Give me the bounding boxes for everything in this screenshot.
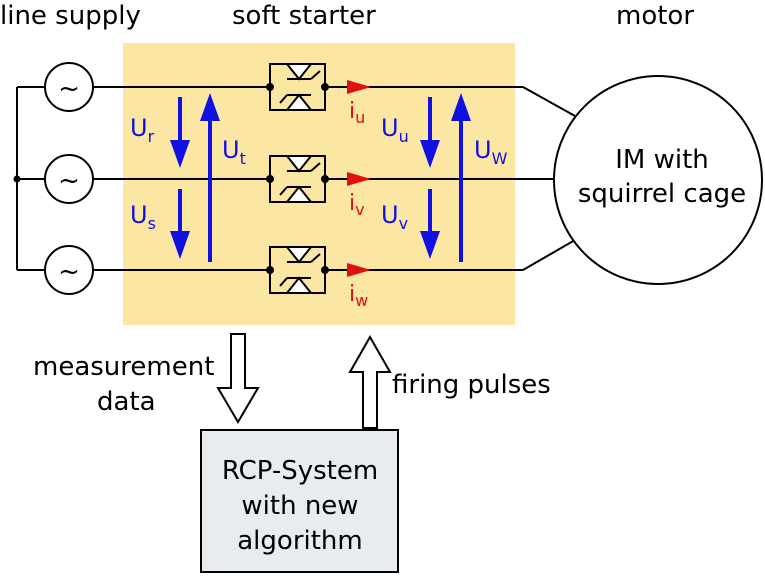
star-point-wiring — [16, 86, 45, 271]
header-line-supply: line supply — [0, 1, 141, 31]
firing-pulses-arrow — [348, 334, 392, 429]
voltage-source-t: ~ — [44, 245, 94, 295]
thyristor-pair-v — [266, 155, 329, 203]
ac-source-icon: ~ — [58, 257, 80, 287]
measurement-data-arrow — [216, 333, 260, 424]
label-ur: Ur — [130, 114, 155, 146]
label-iw: iw — [349, 282, 368, 310]
label-ut: Ut — [222, 136, 246, 168]
voltage-arrows — [170, 93, 471, 262]
rcp-label-line1: RCP-System — [222, 456, 378, 486]
current-arrows — [347, 80, 371, 277]
motor-circle — [553, 75, 763, 285]
current-arrow-w — [347, 263, 371, 277]
motor-label-line1: IM with — [615, 145, 709, 175]
rcp-system-box — [200, 429, 399, 573]
measurement-label-line1: measurement — [33, 352, 214, 382]
voltage-source-s: ~ — [44, 154, 94, 204]
label-iv: iv — [349, 191, 365, 219]
current-arrow-u — [347, 80, 371, 94]
label-iu: iu — [349, 99, 365, 127]
label-us: Us — [130, 201, 156, 233]
ac-source-icon: ~ — [58, 166, 80, 196]
star-point-node — [13, 175, 21, 183]
label-uv: Uv — [381, 201, 408, 233]
header-motor: motor — [616, 1, 694, 31]
ac-source-icon: ~ — [58, 74, 80, 104]
firing-pulses-label: firing pulses — [392, 370, 551, 400]
thyristor-pair-w — [266, 246, 329, 294]
motor-label-line2: squirrel cage — [578, 179, 746, 209]
header-soft-starter: soft starter — [232, 1, 376, 31]
rcp-label-line2: with new — [241, 491, 358, 521]
rcp-label-line3: algorithm — [237, 526, 362, 556]
label-uu: Uu — [381, 114, 409, 146]
voltage-source-r: ~ — [44, 62, 94, 112]
soft-starter-region — [123, 43, 515, 325]
measurement-label-line2: data — [97, 387, 156, 417]
label-uw: UW — [474, 136, 508, 168]
thyristor-pair-u — [266, 63, 329, 111]
current-arrow-v — [347, 172, 371, 186]
